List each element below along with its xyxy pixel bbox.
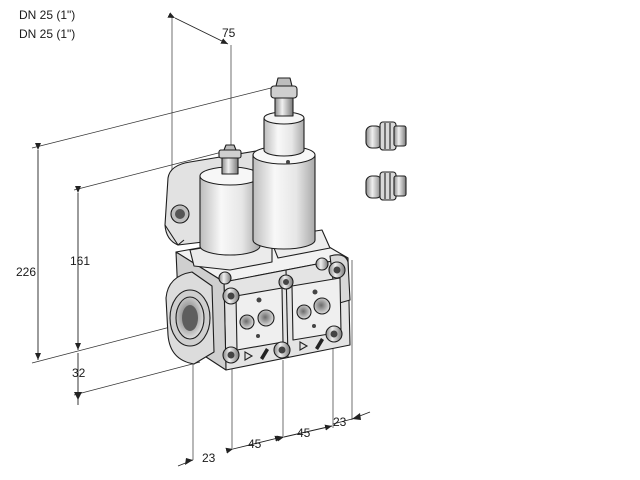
dim-label-depth: 75 (222, 26, 236, 40)
dim-label-spacing-2: 45 (297, 426, 311, 440)
header-label-2: DN 25 (1") (19, 27, 75, 41)
header-label-1: DN 25 (1") (19, 8, 75, 22)
solenoid-coil-right (252, 77, 316, 250)
valve-illustration (164, 77, 407, 371)
dim-label-left-offset: 23 (202, 451, 216, 465)
dim-label-spacing-1: 45 (248, 437, 262, 451)
dim-label-body-height: 161 (70, 254, 90, 268)
bolts (218, 257, 346, 364)
cable-gland-bottom (365, 171, 407, 201)
dim-label-right-offset: 23 (333, 415, 347, 429)
solenoid-coil-left (199, 144, 261, 256)
cable-gland-top (365, 121, 407, 151)
dimension-lines (31, 12, 371, 467)
dim-label-base-offset: 32 (72, 366, 86, 380)
dim-label-overall-height: 226 (16, 265, 36, 279)
